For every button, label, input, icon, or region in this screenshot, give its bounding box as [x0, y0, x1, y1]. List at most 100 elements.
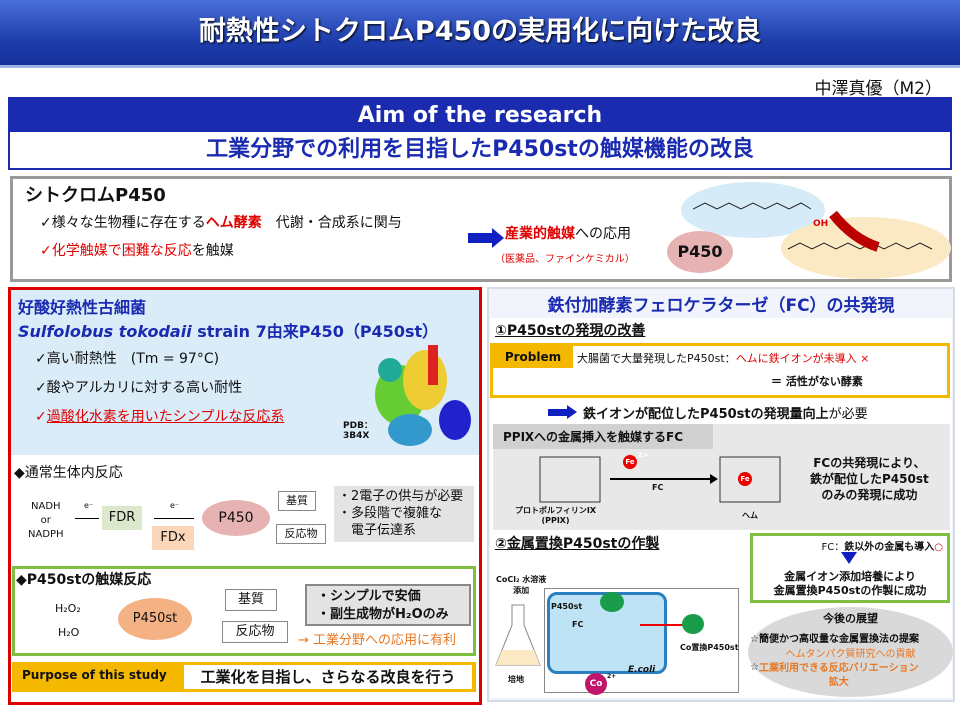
st-reaction-box [12, 566, 476, 656]
co-enzyme-icon [682, 614, 704, 634]
arrow-right-icon [468, 233, 494, 243]
fc-result: FCの共発現により、 鉄が配位したP450st のみの発現に成功 [810, 456, 929, 502]
callout-box: FC：鉄以外の金属も導入○ 金属イオン添加培養により 金属置換P450stの作製… [750, 533, 950, 603]
st-conclusion: → 工業分野への応用に有利 [298, 633, 457, 648]
red-arrow-icon [640, 624, 690, 626]
text: を触媒 [191, 243, 234, 259]
purpose-box: Purpose of this study 工業化を目指し、さらなる改良を行う [12, 662, 476, 692]
text-red: ✓化学触媒で困難な反応 [40, 243, 192, 259]
problem-label: Problem [493, 346, 573, 368]
cytochrome-point1: ✓様々な生物種に存在するヘム酵素 代謝・合成系に関与 [40, 212, 402, 232]
fdx-box: FDx [152, 526, 194, 550]
archaea-point1: ✓高い耐熱性 (Tm = 97°C) [35, 351, 220, 367]
outlook-item2: ☆工業利用できる反応バリエーション 拡大 [750, 662, 919, 690]
fc-heading: 鉄付加酵素フェロケラターゼ（FC）の共発現 [547, 296, 895, 316]
author: 中澤真優（M2） [814, 79, 942, 99]
archaea-heading: 好酸好熱性古細菌 [18, 298, 147, 317]
flask-icon [495, 604, 541, 666]
check: ✓ [35, 409, 47, 425]
porphyrin-structures [539, 456, 781, 503]
fdr-box: FDR [102, 506, 142, 530]
aim-subtitle: 工業分野での利用を目指したP450stの触媒機能の改良 [206, 137, 754, 162]
cytochrome-box: シトクロムP450 ✓様々な生物種に存在するヘム酵素 代謝・合成系に関与 ✓化学… [10, 176, 952, 282]
ecoli-label: E.coli [628, 665, 656, 675]
problem-box: Problem 大腸菌で大量発現したP450st：ヘムに鉄イオンが未導入 × ＝… [490, 343, 950, 398]
apo-enzyme-icon [600, 592, 624, 612]
normal-reaction-heading: ◆通常生体内反応 [14, 465, 123, 481]
product-box: 反応物 [276, 524, 326, 544]
outlook-item1: ☆簡便かつ高収量な金属置換法の提案 [750, 634, 919, 645]
text: への応用 [575, 226, 631, 242]
text-red: ヘムに鉄イオンが未導入 × [735, 352, 870, 365]
text-red: ヘム酵素 [205, 215, 262, 231]
text: ✓様々な生物種に存在する [40, 215, 206, 231]
h2o-label: H₂O [58, 626, 80, 639]
callout-result: 金属イオン添加培養により 金属置換P450stの作製に成功 [773, 570, 927, 597]
arrow-head-icon [492, 228, 504, 248]
normal-notes: ・2電子の供与が必要 ・多段階で複雑な 電子伝達系 [334, 486, 474, 542]
fe-charge: 2+ [638, 451, 649, 459]
note: ・2電子の供与が必要 [338, 489, 464, 504]
cytochrome-heading: シトクロムP450 [25, 185, 166, 206]
nadh-label: NADH or NADPH [28, 501, 64, 540]
aim-box: Aim of the research 工業分野での利用を目指したP450stの… [8, 97, 952, 170]
product-box: 反応物 [222, 621, 288, 643]
slide-title: 耐熱性シトクロムP450の実用化に向けた改良 [0, 0, 960, 68]
text: 大腸菌で大量発現したP450st： [577, 352, 736, 365]
purpose-label: Purpose of this study [22, 668, 167, 682]
text: FC： [821, 542, 845, 553]
p450st-gene-label: P450st [551, 602, 583, 611]
note: ・多段階で複雑な [338, 506, 443, 521]
left-panel [8, 287, 482, 705]
fc-box-title: PPⅨへの金属挿入を触媒するFC [493, 424, 713, 449]
heme-label: ヘム [742, 511, 758, 520]
outlook-ellipse [748, 607, 953, 697]
need-statement: 鉄イオンが配位したP450stの発現量向上が必要 [583, 403, 868, 422]
archaea-point2: ✓酸やアルカリに対する高い耐性 [35, 380, 243, 396]
medium-label: 培地 [508, 675, 524, 684]
application-sub: （医薬品、ファインケミカル） [495, 254, 635, 265]
purpose-text: 工業化を目指し、さらなる改良を行う [184, 665, 472, 689]
electron-label: e⁻ [170, 501, 180, 510]
arrow-right-icon [548, 409, 568, 416]
p450-ellipse: P450 [202, 500, 270, 536]
outlook-item1-sub: ヘムタンパク質研究への貢献 [785, 649, 916, 660]
aim-heading: Aim of the research [10, 99, 950, 132]
text: が必要 [828, 407, 868, 422]
fatty-acid-structures [693, 202, 933, 252]
arrow-icon [75, 518, 99, 519]
text-orange: 工業利用できる反応バリエーション 拡大 [758, 663, 919, 688]
protein-structure-image [375, 345, 471, 446]
application: 産業的触媒への応用 [505, 223, 631, 243]
p450st-ellipse: P450st [118, 598, 192, 640]
success-mark: ○ [934, 542, 943, 553]
text: 代謝・合成系に関与 [261, 215, 402, 231]
substrate-box: 基質 [278, 491, 316, 511]
cocl2-label: CoCl₂ 水溶液 添加 [496, 575, 547, 595]
callout-title: FC：鉄以外の金属も導入○ [822, 538, 943, 553]
section1-heading: ①P450stの発現の改善 [495, 323, 646, 339]
merit: ・副生成物がH₂Oのみ [317, 607, 449, 622]
cytochrome-point2: ✓化学触媒で困難な反応を触媒 [40, 240, 234, 260]
outlook-title: 今後の展望 [823, 612, 878, 625]
arrow-down-icon [841, 552, 857, 566]
note: 電子伝達系 [338, 523, 417, 538]
text-red: 過酸化水素を用いたシンプルな反応系 [46, 409, 285, 425]
ppix-label: プロトポルフィリンIX (PPⅨ) [515, 506, 596, 525]
co-charge: 2+ [607, 673, 617, 680]
electron-label: e⁻ [84, 501, 94, 510]
merit: ・シンプルで安価 [317, 589, 421, 604]
text-bold: 鉄以外の金属も導入 [844, 542, 935, 553]
arrow-icon [154, 518, 194, 519]
fe-heme-icon: Fe [738, 472, 752, 486]
problem-text: 大腸菌で大量発現したP450st：ヘムに鉄イオンが未導入 × [577, 350, 869, 366]
text-red: 産業的触媒 [505, 226, 575, 242]
arrow-head-icon [567, 405, 577, 419]
section2-heading: ②金属置換P450stの作製 [495, 536, 660, 552]
st-merits: ・シンプルで安価 ・副生成物がH₂Oのみ [305, 584, 471, 626]
h2o2-label: H₂O₂ [55, 602, 81, 615]
species-name: Sulfolobus tokodaii strain 7由来P450（P450s… [18, 318, 438, 342]
archaea-point3: ✓過酸化水素を用いたシンプルな反応系 [35, 406, 284, 426]
star-icon: ☆ [750, 662, 759, 673]
problem-equation: ＝ 活性がない酵素 [771, 375, 863, 388]
